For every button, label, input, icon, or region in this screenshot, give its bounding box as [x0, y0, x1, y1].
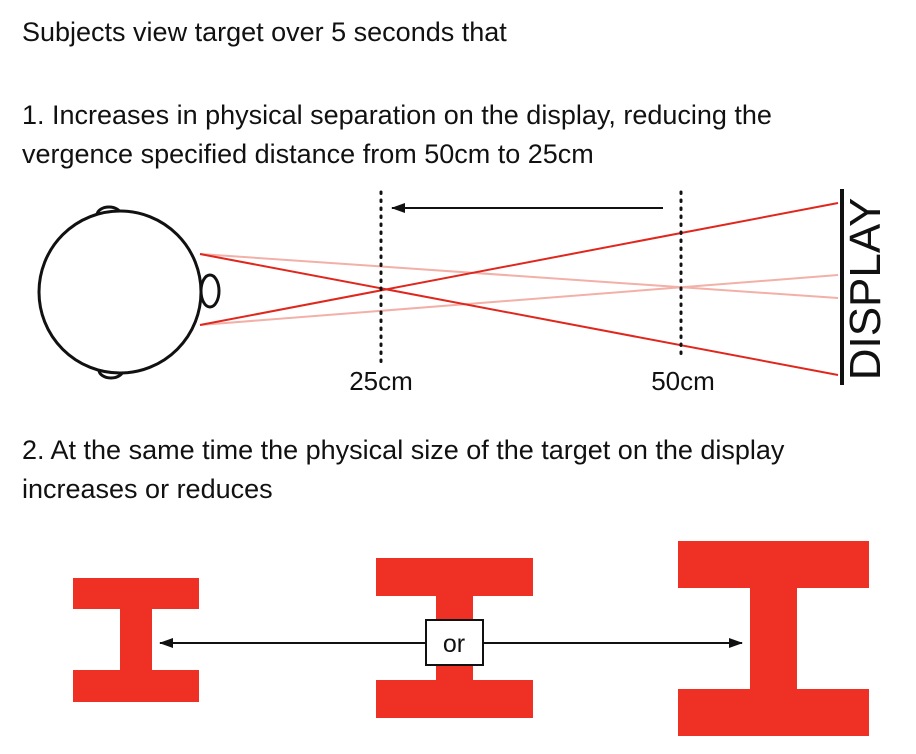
- head-icon: [37, 205, 221, 380]
- step1-line2: vergence specified distance from 50cm to…: [22, 139, 594, 169]
- intro-text: Subjects view target over 5 seconds that: [22, 17, 507, 47]
- strong-ray-lower: [199, 202, 839, 326]
- near-distance-label: 25cm: [349, 366, 413, 396]
- step2-line1: 2. At the same time the physical size of…: [22, 435, 785, 465]
- display-label: DISPLAY: [841, 198, 890, 381]
- large-target: [678, 541, 869, 736]
- or-box: [425, 619, 484, 666]
- step2-line2: increases or reduces: [22, 474, 273, 504]
- far-distance-label: 50cm: [651, 366, 715, 396]
- step1-line1: 1. Increases in physical separation on t…: [22, 100, 772, 130]
- or-label: or: [443, 630, 465, 658]
- faint-ray-upper: [199, 253, 839, 299]
- strong-ray-upper: [199, 253, 839, 376]
- small-target: [73, 578, 199, 702]
- faint-ray-lower: [199, 274, 839, 326]
